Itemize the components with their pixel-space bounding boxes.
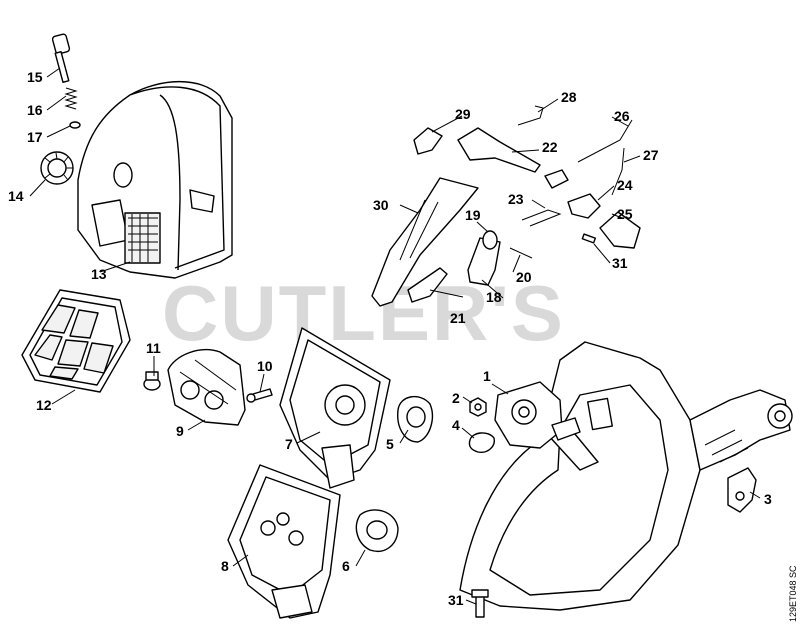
callout-label: 19: [465, 207, 481, 223]
callout-label: 15: [27, 69, 43, 85]
part-18-trigger: [467, 237, 501, 286]
part-9-baffle: [167, 349, 246, 426]
part-31-screw-bottom: [471, 589, 489, 618]
part-20-pin: [509, 247, 533, 259]
part-10-screw: [246, 388, 273, 403]
part-19-spring: [482, 230, 498, 250]
part-2-nut: [469, 397, 487, 417]
callout-label: 18: [486, 289, 502, 305]
callout-label: 6: [342, 558, 350, 574]
part-30-handle: [371, 177, 479, 307]
part-23-spring: [521, 209, 562, 227]
callout-label: 31: [612, 255, 628, 271]
callout-label: 29: [455, 106, 471, 122]
part-7-filter-base: [279, 327, 391, 489]
part-17-ring: [69, 121, 81, 129]
callout-label: 11: [146, 340, 161, 356]
part-28-rod: [517, 105, 544, 126]
part-15-screw: [51, 33, 71, 83]
part-13-shroud: [77, 81, 233, 279]
callout-label: 5: [386, 436, 394, 452]
part-14-knob: [40, 151, 74, 185]
part-16-spring: [64, 87, 78, 110]
part-31-screw-top: [581, 233, 597, 244]
callout-labels: 1 2 3 4 5 6 7 8 9 10 11 12 13 14 15 16 1…: [8, 69, 772, 608]
part-22-lever: [457, 127, 541, 173]
part-6-gasket: [355, 509, 399, 552]
callout-label: 31: [448, 592, 464, 608]
callout-label: 28: [561, 89, 577, 105]
part-11-plug: [143, 371, 161, 391]
callout-label: 9: [176, 423, 184, 439]
part-4-grommet: [468, 432, 495, 453]
callout-label: 12: [36, 397, 52, 413]
callout-label: 1: [483, 368, 491, 384]
callout-label: 4: [452, 417, 460, 433]
callout-label: 8: [221, 558, 229, 574]
callout-label: 2: [452, 390, 460, 406]
callout-label: 13: [91, 266, 107, 282]
watermark: CUTLER'S: [162, 269, 565, 357]
callout-label: 17: [27, 129, 43, 145]
callout-label: 10: [257, 358, 273, 374]
part-29-clip: [413, 127, 443, 155]
part-1-carburetor: [494, 381, 581, 449]
callout-label: 21: [450, 310, 466, 326]
part-27-rod: [611, 147, 625, 196]
callout-label: 23: [508, 191, 524, 207]
part-housing: [459, 341, 793, 611]
callout-label: 22: [542, 139, 558, 155]
callout-label: 7: [285, 436, 293, 452]
callout-label: 24: [617, 177, 633, 193]
part-8-cover: [227, 464, 341, 619]
callout-label: 20: [516, 269, 532, 285]
callout-label: 30: [373, 197, 389, 213]
part-5-gasket: [397, 395, 434, 443]
part-12-air-filter: [21, 289, 131, 393]
callout-label: 16: [27, 102, 43, 118]
callout-label: 14: [8, 188, 24, 204]
part-21-trigger-interlock: [407, 267, 448, 303]
callout-label: 25: [617, 206, 633, 222]
part-3-mount: [727, 467, 757, 513]
callout-label: 26: [614, 108, 630, 124]
callout-label: 27: [643, 147, 659, 163]
leader-lines: [29, 67, 761, 605]
callout-label: 3: [764, 491, 772, 507]
part-26-throttle-rod: [577, 119, 633, 163]
part-24-lever: [544, 169, 601, 219]
diagram-code: 129ET048 SC: [788, 565, 798, 622]
